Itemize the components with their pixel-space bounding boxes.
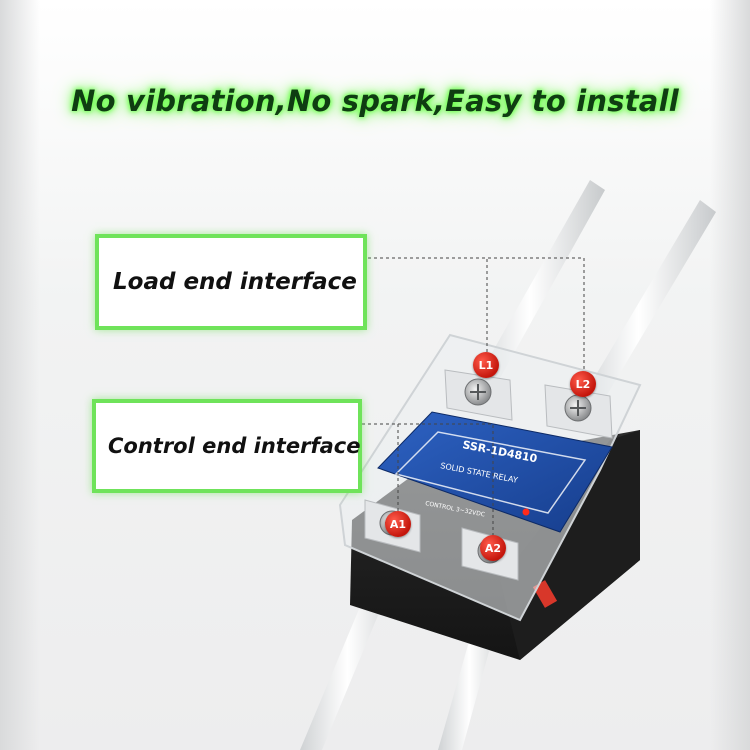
terminal-badge-a1: A1 [385, 511, 411, 537]
control-end-label: Control end interface [108, 434, 361, 458]
background-left-shade [0, 0, 40, 750]
terminal-badge-l2: L2 [570, 371, 596, 397]
screw-l1 [464, 378, 492, 406]
wire-load-2 [575, 200, 716, 420]
terminal-badge-l1: L1 [473, 352, 499, 378]
terminal-badge-a2: A2 [480, 535, 506, 561]
screw-l2 [564, 394, 592, 422]
headline: No vibration,No spark,Easy to install [71, 84, 679, 118]
relay-label-plate [377, 411, 613, 533]
load-end-label: Load end interface [113, 269, 357, 295]
background-right-shade [710, 0, 750, 750]
load-end-callout: Load end interface [95, 234, 367, 330]
leader-lines [356, 257, 585, 535]
control-end-callout: Control end interface [92, 399, 362, 493]
